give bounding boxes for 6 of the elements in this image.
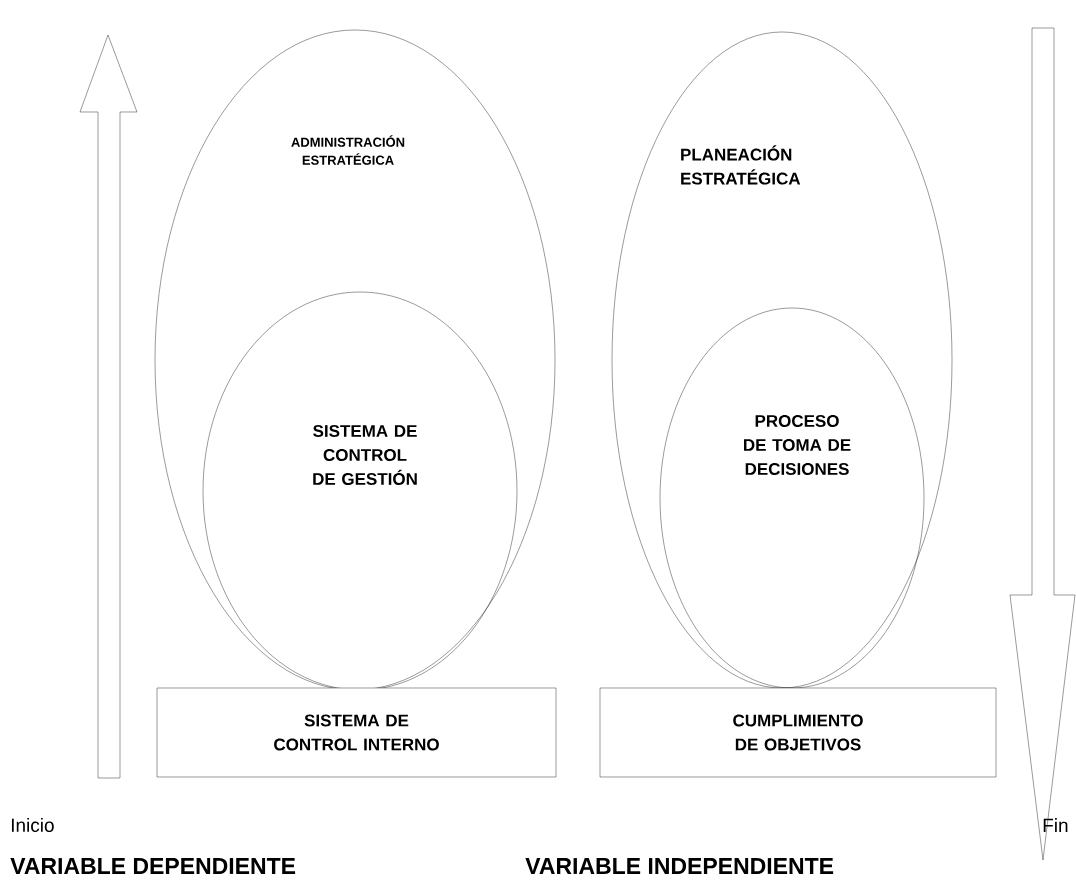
process-box: CUMPLIMIENTO DE OBJETIVOS bbox=[599, 687, 997, 778]
label: VARIABLE INDEPENDIENTE bbox=[525, 858, 834, 874]
label: Inicio bbox=[11, 818, 54, 832]
label: Fin bbox=[1043, 818, 1068, 832]
label: VARIABLE DEPENDIENTE bbox=[10, 858, 296, 874]
process-box: SISTEMA DE CONTROL INTERNO bbox=[156, 687, 557, 778]
